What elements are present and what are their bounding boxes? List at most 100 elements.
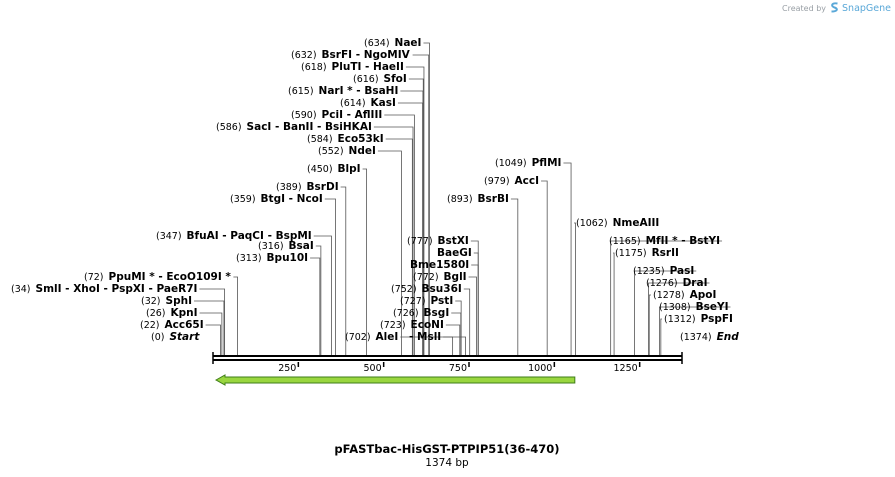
site-leader xyxy=(405,66,425,355)
site-label: (584)Eco53kI xyxy=(307,133,384,145)
enzyme-name: SphI xyxy=(166,295,192,307)
svg-text:(632)BsrFI - NgoMIV: (632)BsrFI - NgoMIV xyxy=(291,49,411,61)
svg-text:(1308)BseYI: (1308)BseYI xyxy=(659,301,728,313)
site-label: (979)AccI xyxy=(484,175,539,187)
enzyme-name: DraI xyxy=(683,277,708,289)
site-label: (1165)MfII * - BstYI xyxy=(609,235,720,247)
site-leader xyxy=(510,198,519,355)
svg-text:(726)BsgI: (726)BsgI xyxy=(393,307,449,319)
enzyme-name: End xyxy=(717,331,740,343)
site-position: (615) xyxy=(288,86,314,97)
site-label: (726)BsgI xyxy=(393,307,449,319)
site-labels: (0)Start(22)Acc65I(26)KpnI(32)SphI (34) Sm… xyxy=(11,37,739,343)
site-position: (389) xyxy=(276,182,302,193)
site-label: - MslI xyxy=(409,331,441,343)
site-leader xyxy=(610,240,723,355)
svg-text:(552)NdeI: (552)NdeI xyxy=(318,145,376,157)
site-leader xyxy=(423,42,430,355)
site-leader xyxy=(199,288,226,355)
site-position: (723) xyxy=(380,320,406,331)
site-label: (552)NdeI xyxy=(318,145,376,157)
enzyme-name: AleI xyxy=(376,331,399,343)
site-label: BaeGI xyxy=(437,247,472,259)
snapgene-brand-name: SnapGene xyxy=(842,2,891,14)
site-position: (586) xyxy=(216,122,242,133)
svg-text:(614)KasI: (614)KasI xyxy=(340,97,396,109)
svg-text:(1062)NmeAIII: (1062)NmeAIII xyxy=(576,217,659,229)
enzyme-name: NmeAIII xyxy=(613,217,660,229)
svg-text:(616)SfoI: (616)SfoI xyxy=(353,73,407,85)
site-leader xyxy=(205,324,221,355)
site-position: (777) xyxy=(407,236,433,247)
ruler-tick-label: 250 xyxy=(278,363,296,374)
site-label: (1276) DraI xyxy=(646,277,707,289)
enzyme-name: AccI xyxy=(515,175,539,187)
site-leader xyxy=(473,252,479,355)
site-position: (632) xyxy=(291,50,317,61)
enzyme-name: SfoI xyxy=(384,73,407,85)
enzyme-name: BlpI xyxy=(338,163,361,175)
enzyme-name: BaeGI xyxy=(437,247,472,259)
enzyme-name: MfII * - BstYI xyxy=(646,235,720,247)
snapgene-attribution: Created by SnapGene xyxy=(782,1,891,15)
enzyme-name: BtgI - NcoI xyxy=(261,193,323,205)
site-label: (26)KpnI xyxy=(146,307,198,319)
svg-text:(727)PstI: (727)PstI xyxy=(400,295,453,307)
site-position: (772) xyxy=(413,272,439,283)
site-label: (32)SphI xyxy=(141,295,192,307)
enzyme-name: PasI xyxy=(670,265,695,277)
site-label: (777)BstXI xyxy=(407,235,469,247)
site-position: (34) xyxy=(11,284,31,295)
site-label: (1175)RsrII xyxy=(615,247,679,259)
site-position: (1175) xyxy=(615,248,647,259)
enzyme-name: SmlI - XhoI - PspXI - PaeR7I xyxy=(36,283,198,295)
sequence-backbone xyxy=(212,352,683,364)
svg-text:(634)NaeI: (634)NaeI xyxy=(364,37,421,49)
svg-text:(752)Bsu36I: (752)Bsu36I xyxy=(391,283,462,295)
site-leader xyxy=(408,78,424,355)
enzyme-name: PpuMI * - EcoO109I * xyxy=(109,271,232,283)
site-leader xyxy=(373,126,414,355)
site-label: (1278)ApoI xyxy=(653,289,716,301)
site-leader-lines xyxy=(193,42,731,355)
site-position: (893) xyxy=(447,194,473,205)
site-position: (347) xyxy=(156,231,182,242)
site-leader xyxy=(563,162,572,355)
site-label: (72)PpuMI * - EcoO109I * xyxy=(84,271,231,283)
enzyme-name: EcoNI xyxy=(411,319,444,331)
site-position: (1049) xyxy=(495,158,527,169)
site-leader xyxy=(468,276,477,355)
svg-text:(347)BfuAI - PaqCI - BspMI: (347) BfuAI - PaqCI - BspMI xyxy=(156,230,312,242)
svg-text:(1175)RsrII: (1175)RsrII xyxy=(615,247,679,259)
site-position: (1312) xyxy=(664,314,696,325)
svg-text:(316)BsaI: (316)BsaI xyxy=(258,240,314,252)
site-label: (632)BsrFI - NgoMIV xyxy=(291,49,411,61)
enzyme-name: BfuAI - PaqCI - BspMI xyxy=(187,230,312,242)
site-leader xyxy=(310,257,321,355)
site-label: (618)PluTI - HaeII xyxy=(301,61,404,73)
svg-text:(22)Acc65I: (22)Acc65I xyxy=(140,319,204,331)
enzyme-name: Bme1580I xyxy=(410,259,469,271)
site-leader xyxy=(445,324,461,355)
site-leader xyxy=(648,282,710,355)
site-position: (752) xyxy=(391,284,417,295)
site-position: (1374) xyxy=(680,332,712,343)
enzyme-name: BglI xyxy=(444,271,467,283)
svg-text:(777)BstXI: (777)BstXI xyxy=(407,235,469,247)
site-leader xyxy=(455,300,462,355)
site-label: (723) EcoNI xyxy=(380,319,444,331)
enzyme-name: PciI - AflIII xyxy=(322,109,383,121)
map-title: pFASTbac-HisGST-PTPIP51(36-470) xyxy=(334,442,559,456)
site-label: (0)Start xyxy=(151,331,200,343)
site-label: (615)NarI * - BsaHI xyxy=(288,85,398,97)
site-label: (313)Bpu10I xyxy=(236,252,308,264)
site-position: (1276) xyxy=(646,278,678,289)
svg-text:(26)KpnI: (26)KpnI xyxy=(146,307,198,319)
svg-text:(359)BtgI - NcoI: (359)BtgI - NcoI xyxy=(230,193,323,205)
svg-text:(1374)End: (1374) End xyxy=(680,331,739,343)
svg-text:(1278)ApoI: (1278)ApoI xyxy=(653,289,716,301)
site-leader xyxy=(613,252,615,355)
site-leader xyxy=(412,54,430,355)
svg-text:(450)BlpI: (450)BlpI xyxy=(307,163,361,175)
